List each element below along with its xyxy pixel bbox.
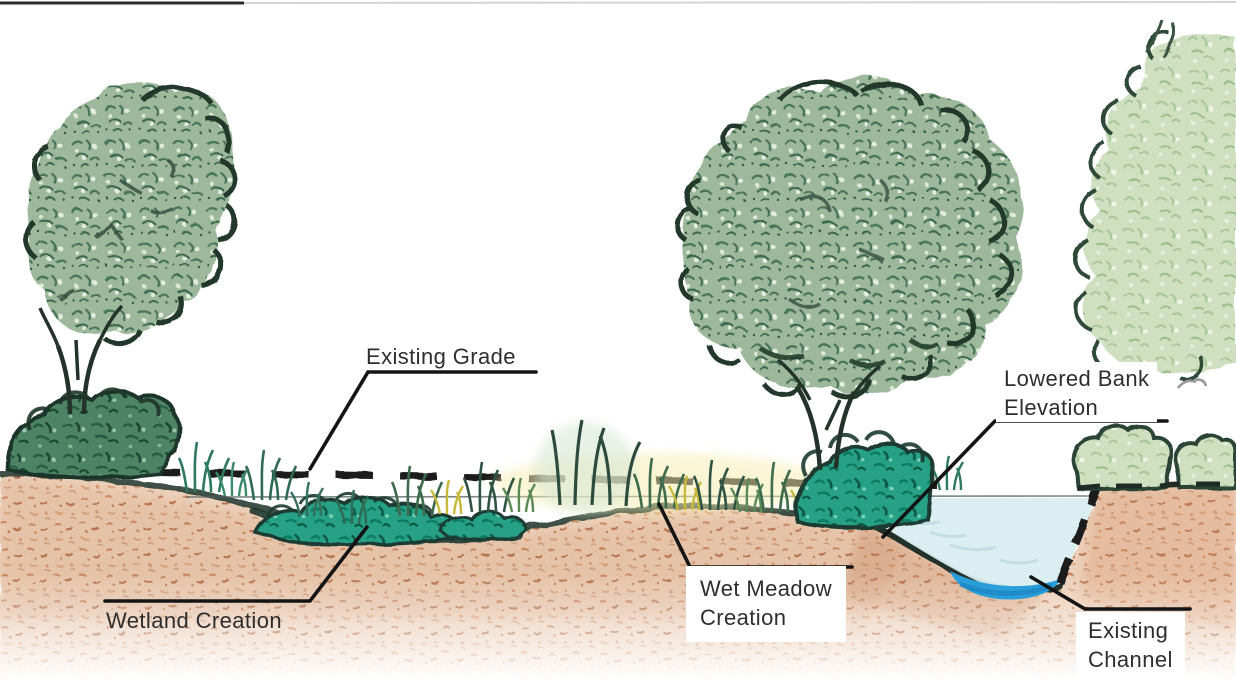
middle-tree-trunk: [776, 358, 882, 471]
wet-meadow-grasses: [177, 419, 965, 526]
label-lowered-bank-line2: Elevation: [1004, 395, 1099, 420]
right-bank-bushes: [1071, 423, 1236, 493]
leader-existing-channel: [1029, 575, 1192, 611]
leader-existing-grade: [308, 370, 538, 471]
left-tree-canopy: [27, 81, 235, 335]
label-wet-meadow-line1: Wet Meadow: [700, 576, 832, 601]
label-wet-meadow-creation: Wet Meadow Creation: [686, 566, 846, 642]
twig-doodle: [1176, 378, 1208, 389]
left-bank-bush: [5, 387, 182, 480]
middle-tree: [674, 76, 1022, 471]
label-existing-channel-line1: Existing: [1088, 618, 1169, 643]
label-wet-meadow-line2: Creation: [700, 605, 787, 630]
right-tree: [1073, 19, 1236, 381]
page-top-border: [0, 1, 1236, 5]
label-existing-channel: Existing Channel: [1076, 612, 1185, 680]
label-wetland-creation: Wetland Creation: [106, 608, 282, 633]
label-existing-channel-line2: Channel: [1088, 647, 1173, 672]
right-tree-canopy: [1082, 34, 1236, 374]
reed-halo: [535, 422, 635, 514]
left-tree-trunk: [38, 304, 124, 415]
leader-wetland-creation: [103, 525, 369, 603]
label-existing-grade: Existing Grade: [366, 344, 516, 369]
left-tree: [23, 81, 238, 415]
middle-tree-canopy: [682, 76, 1022, 396]
label-lowered-bank-elevation: Lowered Bank Elevation: [996, 362, 1158, 422]
label-lowered-bank-line1: Lowered Bank: [1004, 366, 1150, 391]
existing-bank-dashed-line: [1056, 487, 1101, 585]
